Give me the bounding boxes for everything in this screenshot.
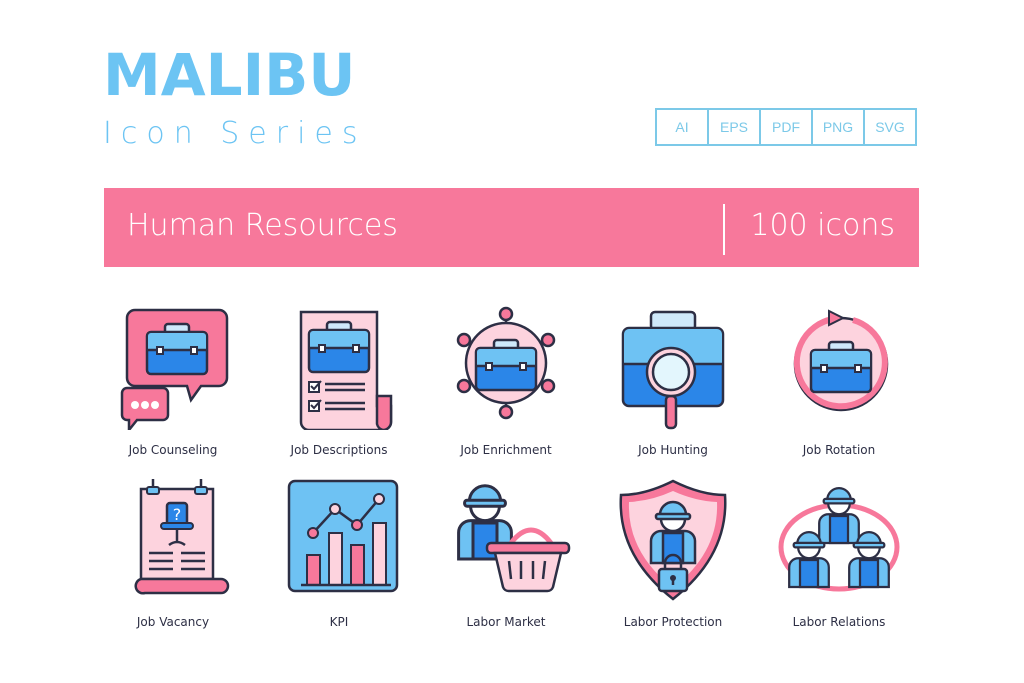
icon-label: KPI bbox=[329, 615, 349, 629]
icon-label: Job Counseling bbox=[128, 443, 218, 457]
format-pdf: PDF bbox=[759, 110, 811, 144]
icon-tile-job-counseling[interactable]: Job Counseling bbox=[88, 300, 258, 457]
brand-title: MALIBU bbox=[103, 41, 356, 109]
icon-tile-labor-market[interactable]: Labor Market bbox=[421, 475, 591, 629]
job-hunting-icon bbox=[621, 310, 725, 430]
svg-text:?: ? bbox=[173, 505, 182, 524]
icon-label: Job Vacancy bbox=[136, 615, 210, 629]
category-title: Human Resources bbox=[127, 208, 398, 243]
job-vacancy-icon: ? bbox=[134, 479, 230, 595]
format-ai: AI bbox=[675, 119, 689, 135]
icon-label: Labor Relations bbox=[792, 615, 886, 629]
job-descriptions-icon bbox=[299, 310, 393, 430]
format-svg: SVG bbox=[863, 110, 915, 144]
labor-market-icon bbox=[457, 484, 571, 593]
icon-tile-labor-relations[interactable]: Labor Relations bbox=[754, 475, 924, 629]
icon-label: Job Descriptions bbox=[290, 443, 388, 457]
format-png: PNG bbox=[811, 110, 863, 144]
icon-tile-labor-protection[interactable]: Labor Protection bbox=[588, 475, 758, 629]
icon-label: Job Hunting bbox=[638, 443, 708, 457]
icon-tile-job-vacancy[interactable]: ? Job Vacancy bbox=[88, 475, 258, 629]
icon-label: Job Rotation bbox=[802, 443, 876, 457]
icon-label: Labor Market bbox=[466, 615, 546, 629]
labor-protection-icon bbox=[619, 479, 727, 601]
brand-subtitle: Icon Series bbox=[103, 116, 367, 151]
category-banner: Human Resources 100 icons bbox=[104, 188, 919, 267]
icon-label: Labor Protection bbox=[623, 615, 723, 629]
icon-tile-job-hunting[interactable]: Job Hunting bbox=[588, 300, 758, 457]
job-enrichment-icon bbox=[456, 306, 556, 420]
job-counseling-icon bbox=[120, 308, 229, 430]
file-formats: AI EPS PDF PNG SVG bbox=[655, 108, 917, 146]
icon-tile-job-descriptions[interactable]: Job Descriptions bbox=[254, 300, 424, 457]
kpi-icon bbox=[287, 479, 399, 593]
icon-tile-job-enrichment[interactable]: Job Enrichment bbox=[421, 300, 591, 457]
icon-label: Job Enrichment bbox=[460, 443, 552, 457]
icon-tile-kpi[interactable]: KPI bbox=[254, 475, 424, 629]
icon-tile-job-rotation[interactable]: Job Rotation bbox=[754, 300, 924, 457]
job-rotation-icon bbox=[793, 309, 889, 412]
labor-relations-icon bbox=[778, 486, 900, 592]
icon-count: 100 icons bbox=[750, 208, 895, 243]
format-eps: EPS bbox=[707, 110, 759, 144]
banner-divider bbox=[723, 204, 725, 255]
